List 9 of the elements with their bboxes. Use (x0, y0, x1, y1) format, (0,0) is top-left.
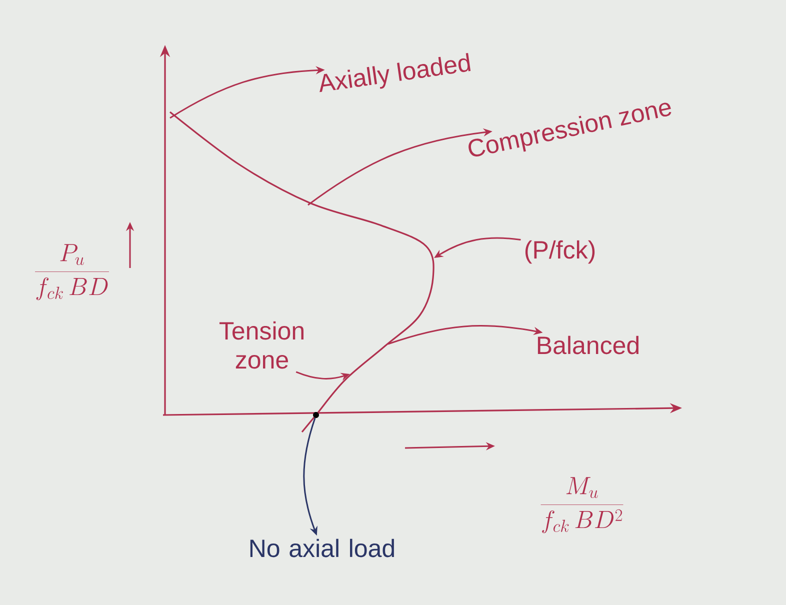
zone-label: No axial load (250, 538, 394, 558)
axis-label: $\frac{M_u}{f_{ck}\,BD^2}$ (540, 477, 624, 534)
zone-label: Tension zone (219, 321, 304, 369)
zone-label: (P/fck) (525, 240, 595, 264)
axis-label: $\frac{P_u}{f_{ck}\,BD}$ (35, 244, 109, 300)
zone-label: Balanced (538, 336, 638, 354)
zone-label: Axially loaded (320, 52, 471, 92)
zone-label: Compression zone (468, 102, 672, 156)
curve-point (313, 412, 319, 418)
